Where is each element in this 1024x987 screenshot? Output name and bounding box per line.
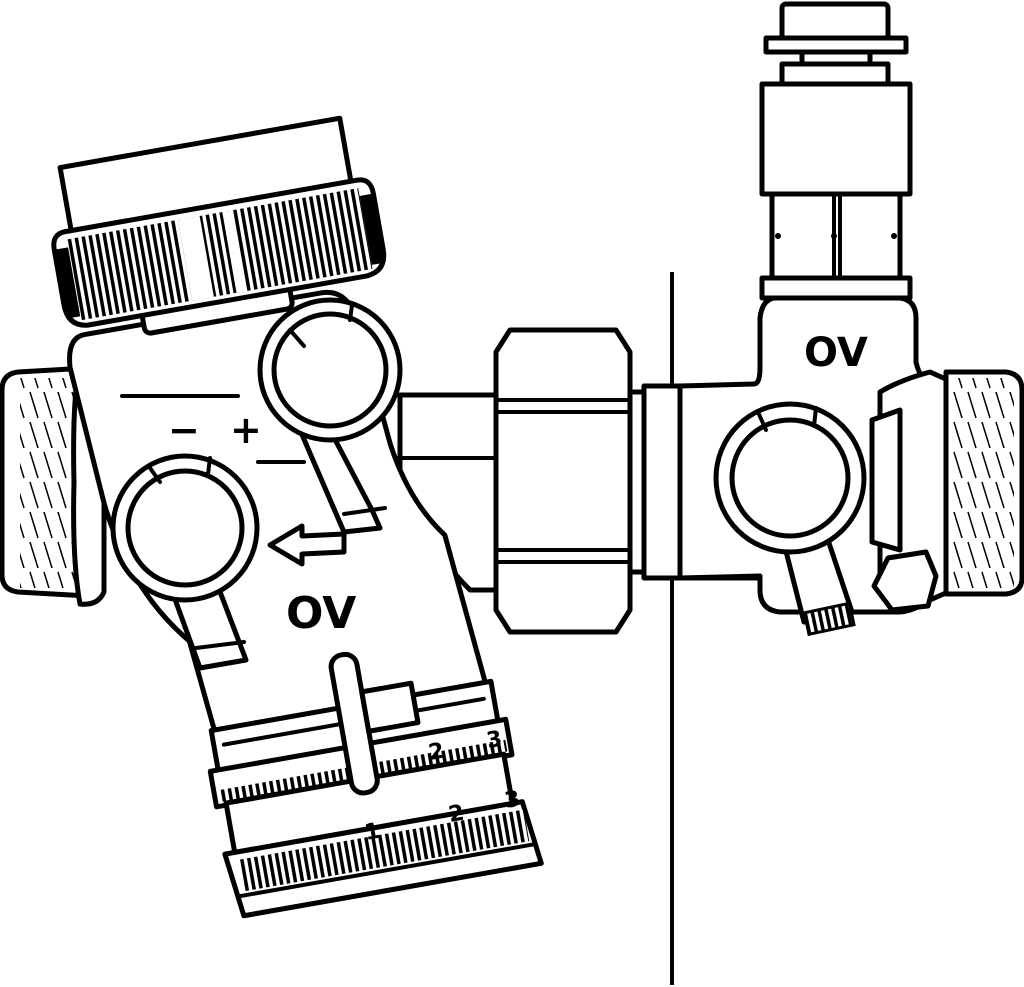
plus-sign: +	[230, 408, 262, 452]
left-threaded-end	[0, 358, 107, 607]
adjustment-cap	[51, 115, 387, 328]
scale-number: 3	[485, 727, 504, 754]
right-threaded-end	[943, 369, 1024, 597]
union-nut	[493, 327, 647, 635]
scale-number: 2	[427, 739, 446, 766]
flow-arrow-icon	[267, 523, 347, 567]
left-valve-body	[67, 263, 544, 919]
upper-test-port	[257, 297, 403, 535]
left-valve-mark: OV	[286, 588, 356, 639]
scale-number: 3	[503, 787, 522, 814]
right-valve-mark: OV	[804, 330, 868, 376]
left-body-markings: − + OV	[120, 394, 356, 639]
scale-number: 2	[447, 801, 466, 828]
minus-sign: −	[168, 408, 200, 452]
scale-number: 1	[363, 819, 382, 846]
right-valve-body: OV	[677, 1, 951, 637]
lower-test-port	[110, 453, 260, 671]
dial-scale: 1 2 3 2 3	[363, 727, 522, 846]
